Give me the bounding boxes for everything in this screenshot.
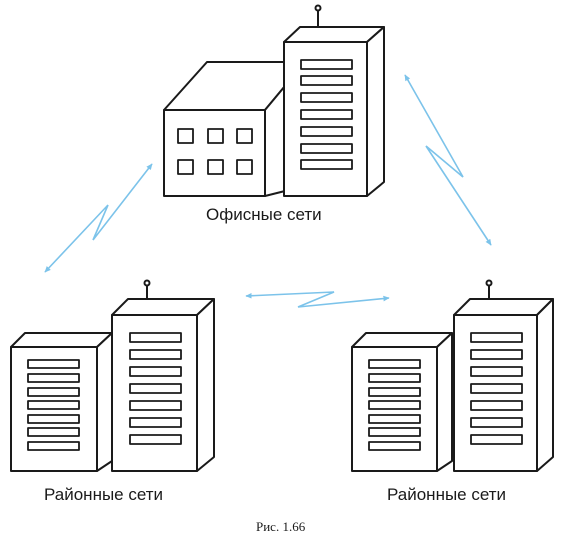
district-network-right-label: Районные сети <box>387 485 507 504</box>
figure-caption: Рис. 1.66 <box>256 519 306 534</box>
office-network-group <box>163 4 385 197</box>
tower-slots <box>300 59 353 170</box>
tower-slots <box>27 359 80 451</box>
district-network-right-group <box>351 279 554 472</box>
district-network-left-label: Районные сети <box>44 485 164 504</box>
district-right-tall-tower-icon <box>453 279 554 472</box>
building-windows <box>177 128 253 175</box>
district-left-tall-tower-icon <box>111 279 215 472</box>
district-left-small-tower-icon <box>10 332 113 472</box>
tower-slots <box>129 332 182 445</box>
link-office-left <box>44 163 153 273</box>
link-left-right <box>245 291 390 308</box>
office-server-tower-icon <box>283 4 385 197</box>
wireless-links <box>44 74 492 308</box>
district-network-left-group <box>10 279 215 472</box>
office-building-icon <box>163 61 306 197</box>
tower-slots <box>470 332 523 445</box>
link-office-right <box>404 74 492 246</box>
district-right-small-tower-icon <box>351 332 453 472</box>
tower-slots <box>368 359 421 451</box>
office-network-label: Офисные сети <box>206 205 322 224</box>
